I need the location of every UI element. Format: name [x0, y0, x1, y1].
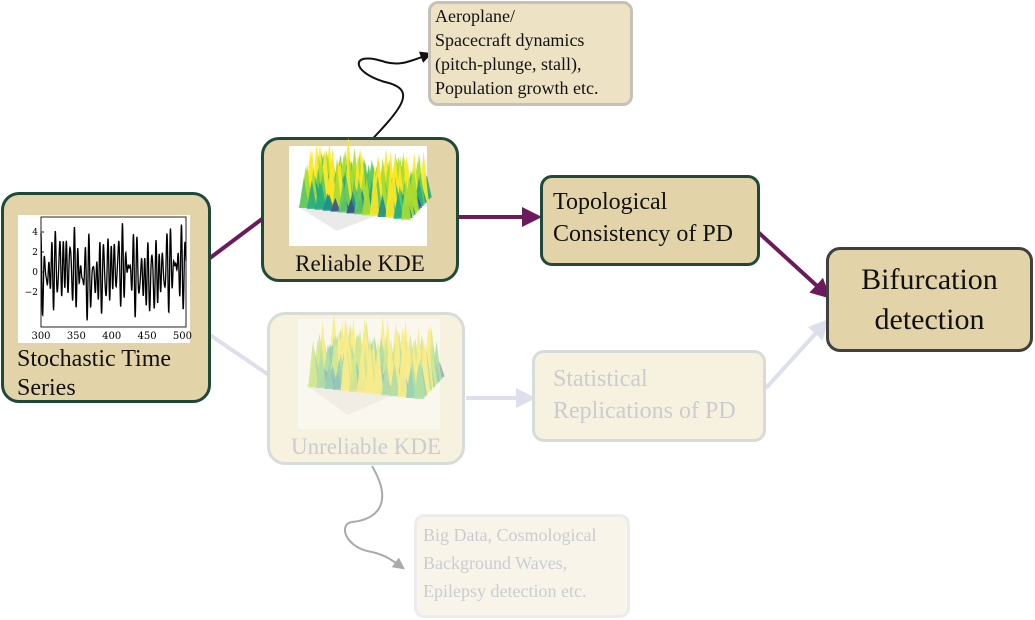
kde-surface-image: [297, 137, 432, 231]
node-topological-consistency: Topological Consistency of PD: [540, 175, 760, 266]
bifurcation-label-line2: detection: [874, 303, 985, 336]
reliable-kde-label: Reliable KDE: [295, 251, 425, 276]
apps-top-line1: Aeroplane/: [435, 6, 515, 26]
apps-bottom-line1: Big Data, Cosmological: [423, 525, 597, 545]
bifurcation-label-line1: Bifurcation: [861, 263, 998, 296]
ts-y-tick-label: 0: [32, 268, 38, 278]
apps-bottom-line2: Background Waves,: [423, 553, 568, 573]
ts-y-tick-label: −2: [25, 288, 38, 298]
apps-top-line2: Spacecraft dynamics: [435, 30, 585, 50]
node-unreliable-kde: Unreliable KDE: [267, 310, 465, 465]
topo-label-line1: Topological: [553, 189, 668, 215]
ts-y-tick-label: 2: [32, 248, 38, 258]
node-applications-bottom: Big Data, Cosmological Background Waves,…: [414, 514, 630, 618]
wavy-arrow-to-apps-bottom: [343, 465, 405, 570]
unreliable-kde-label: Unreliable KDE: [290, 434, 442, 459]
ts-x-tick-label: 400: [102, 331, 121, 342]
unreliable-kde-surface-image: [306, 310, 445, 415]
apps-bottom-line3: Epilepsy detection etc.: [423, 581, 587, 601]
ts-signal-line: [40, 223, 187, 321]
arrow-topo-to-bifurcation: [756, 230, 831, 299]
ts-y-tick-label: 4: [32, 228, 38, 238]
apps-top-line3: (pitch-plunge, stall),: [435, 54, 582, 74]
time-series-label: Stochastic Time Series: [17, 346, 172, 402]
node-applications-top: Aeroplane/ Spacecraft dynamics (pitch-pl…: [428, 1, 633, 106]
node-reliable-kde: Reliable KDE: [261, 137, 459, 282]
time-series-chart: 4 2 0 −2 300 350 400 450 500: [25, 216, 192, 342]
node-statistical-replications: Statistical Replications of PD: [532, 350, 766, 442]
wavy-arrow-to-apps-top: [357, 51, 433, 151]
ts-x-tick-label: 450: [138, 331, 157, 342]
apps-top-line4: Population growth etc.: [435, 78, 599, 98]
node-time-series: 4 2 0 −2 300 350 400 450 500 Stochastic Time Se…: [1, 192, 211, 403]
unreliable-kde-surface-plot: [298, 310, 445, 429]
node-bifurcation-detection: Bifurcation detection: [826, 247, 1033, 352]
time-series-plot: 4 2 0 −2 300 350 400 450 500: [18, 215, 192, 343]
ts-x-tick-label: 300: [31, 331, 50, 342]
ts-x-tick-label: 350: [67, 331, 86, 342]
topo-label-line2: Consistency of PD: [553, 221, 733, 247]
kde-surface-plot: [289, 137, 432, 246]
stat-label-line1: Statistical: [553, 366, 648, 392]
stat-label-line2: Replications of PD: [553, 398, 736, 424]
arrow-stat-to-bifurcation: [764, 319, 829, 390]
ts-x-tick-label: 500: [173, 331, 192, 342]
